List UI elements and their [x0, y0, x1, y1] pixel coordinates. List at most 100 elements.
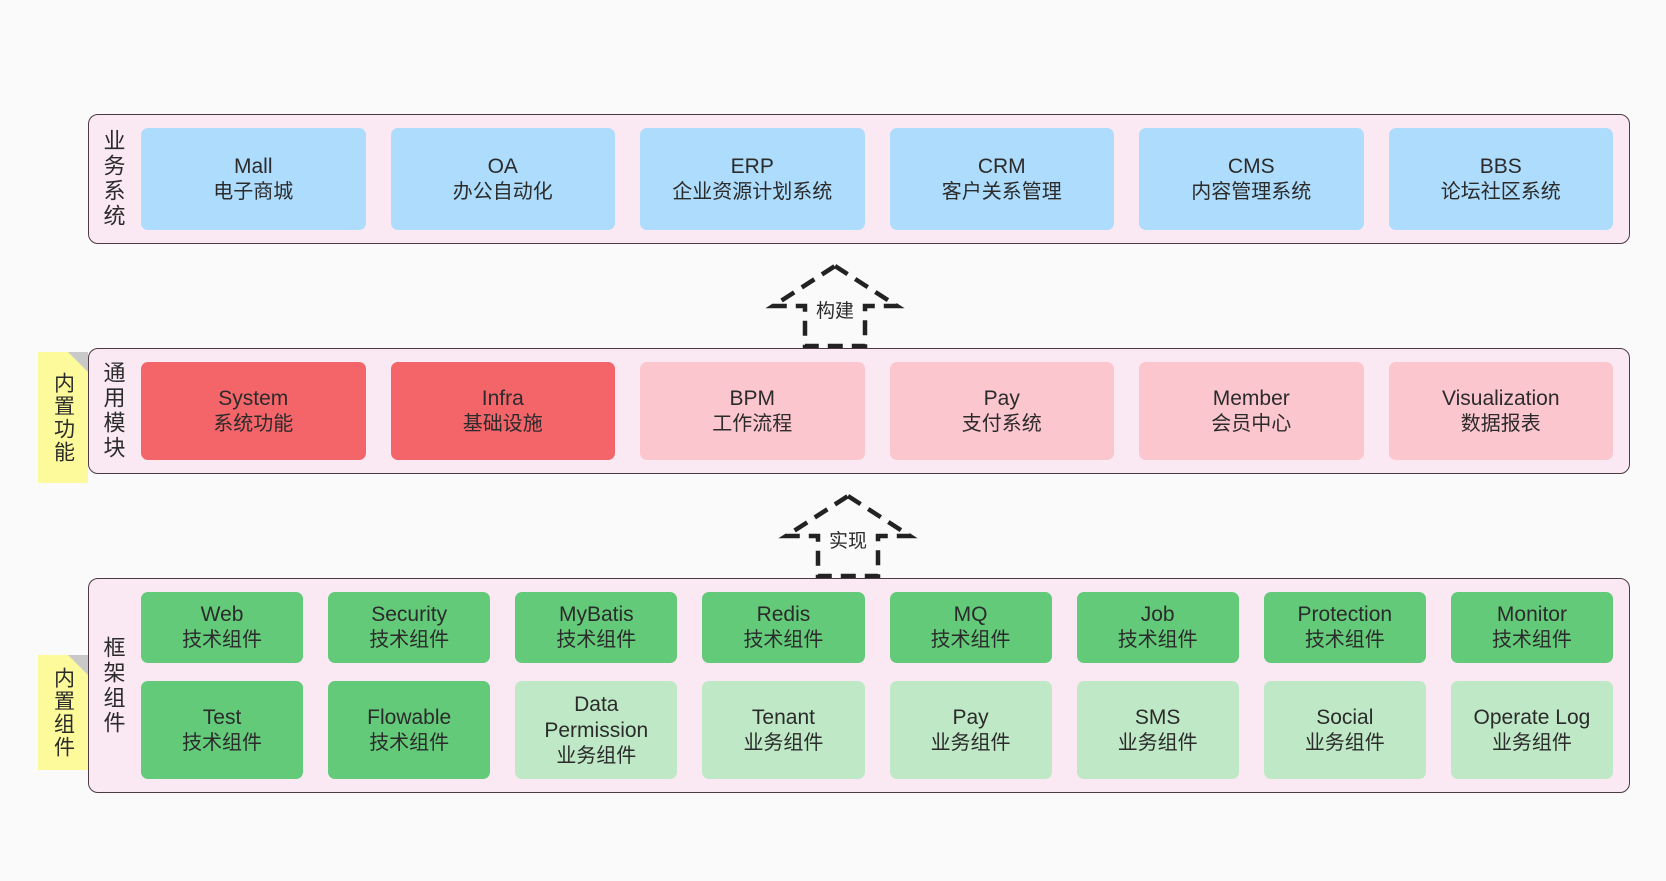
card-crm-en: CRM — [977, 154, 1026, 178]
card-mall-cn: 电子商城 — [213, 180, 294, 203]
card-test-cn: 技术组件 — [182, 731, 263, 754]
card-flowable-en: Flowable — [367, 705, 452, 729]
card-crm-cn: 客户关系管理 — [941, 180, 1062, 203]
card-security[interactable]: Security 技术组件 — [328, 592, 491, 664]
card-bpm[interactable]: BPM 工作流程 — [640, 362, 865, 460]
card-mall-en: Mall — [233, 154, 273, 178]
card-redis[interactable]: Redis 技术组件 — [702, 592, 865, 664]
card-bbs[interactable]: BBS 论坛社区系统 — [1388, 128, 1613, 230]
layer-business-system-title: 业务系统 — [100, 129, 126, 229]
layer-business-system-body: Mall 电子商城 OA 办公自动化 ERP 企业资源计划系统 CRM 客户关系… — [137, 115, 1629, 243]
card-data-permission-en: Data Permission — [544, 692, 649, 742]
card-operate-log-cn: 业务组件 — [1491, 731, 1572, 754]
note-builtin-function: 内置功能 — [38, 352, 88, 483]
card-social-en: Social — [1316, 705, 1374, 729]
card-pay-module-en: Pay — [983, 386, 1020, 410]
card-web[interactable]: Web 技术组件 — [141, 592, 304, 664]
card-redis-cn: 技术组件 — [743, 629, 824, 652]
card-social-cn: 业务组件 — [1304, 731, 1385, 754]
card-oa-en: OA — [487, 154, 518, 178]
layer-common-module-row: System 系统功能 Infra 基础设施 BPM 工作流程 Pay 支付系统… — [141, 362, 1613, 460]
connector-implement-arrow — [778, 493, 918, 579]
connector-implement: 实现 — [773, 488, 923, 579]
card-system-cn: 系统功能 — [213, 412, 294, 435]
connector-build-arrow — [765, 263, 905, 349]
card-web-en: Web — [200, 603, 244, 627]
card-protection-en: Protection — [1297, 603, 1393, 627]
card-test[interactable]: Test 技术组件 — [141, 681, 304, 779]
note-fold-corner-icon — [68, 655, 88, 675]
card-monitor[interactable]: Monitor 技术组件 — [1450, 592, 1613, 664]
card-data-permission-cn: 业务组件 — [556, 744, 637, 767]
card-member[interactable]: Member 会员中心 — [1139, 362, 1364, 460]
note-builtin-component: 内置组件 — [38, 655, 88, 770]
card-mq-cn: 技术组件 — [930, 629, 1011, 652]
card-system[interactable]: System 系统功能 — [141, 362, 366, 460]
card-crm[interactable]: CRM 客户关系管理 — [889, 128, 1114, 230]
layer-framework-row-tech: Web 技术组件 Security 技术组件 MyBatis 技术组件 Redi… — [141, 592, 1613, 664]
connector-implement-label: 实现 — [828, 531, 868, 552]
card-bbs-cn: 论坛社区系统 — [1440, 180, 1561, 203]
card-visualization-en: Visualization — [1441, 386, 1560, 410]
card-protection[interactable]: Protection 技术组件 — [1263, 592, 1426, 664]
card-cms-cn: 内容管理系统 — [1191, 180, 1312, 203]
card-pay-component[interactable]: Pay 业务组件 — [889, 681, 1052, 779]
card-tenant-cn: 业务组件 — [743, 731, 824, 754]
layer-business-system: 业务系统 Mall 电子商城 OA 办公自动化 ERP 企业资源计划系统 CRM… — [88, 114, 1630, 244]
card-pay-module-cn: 支付系统 — [961, 412, 1042, 435]
card-system-en: System — [218, 386, 289, 410]
card-bpm-cn: 工作流程 — [712, 412, 793, 435]
card-sms[interactable]: SMS 业务组件 — [1076, 681, 1239, 779]
card-flowable[interactable]: Flowable 技术组件 — [328, 681, 491, 779]
card-flowable-cn: 技术组件 — [369, 731, 450, 754]
connector-build: 构建 — [760, 258, 910, 349]
card-oa-cn: 办公自动化 — [452, 180, 553, 203]
layer-framework-component-title: 框架组件 — [100, 635, 126, 736]
card-tenant-en: Tenant — [751, 705, 815, 729]
card-test-en: Test — [202, 705, 242, 729]
card-mq[interactable]: MQ 技术组件 — [889, 592, 1052, 664]
note-builtin-component-label: 内置组件 — [51, 666, 75, 759]
layer-common-module-body: System 系统功能 Infra 基础设施 BPM 工作流程 Pay 支付系统… — [137, 349, 1629, 473]
card-monitor-en: Monitor — [1496, 603, 1567, 627]
card-tenant[interactable]: Tenant 业务组件 — [702, 681, 865, 779]
card-security-en: Security — [371, 603, 448, 627]
card-infra[interactable]: Infra 基础设施 — [390, 362, 615, 460]
card-erp[interactable]: ERP 企业资源计划系统 — [640, 128, 865, 230]
card-infra-cn: 基础设施 — [462, 412, 543, 435]
card-mybatis[interactable]: MyBatis 技术组件 — [515, 592, 678, 664]
card-mall[interactable]: Mall 电子商城 — [141, 128, 366, 230]
layer-business-system-row: Mall 电子商城 OA 办公自动化 ERP 企业资源计划系统 CRM 客户关系… — [141, 128, 1613, 230]
card-sms-en: SMS — [1134, 705, 1181, 729]
card-mybatis-cn: 技术组件 — [556, 629, 637, 652]
card-sms-cn: 业务组件 — [1117, 731, 1198, 754]
card-visualization[interactable]: Visualization 数据报表 — [1388, 362, 1613, 460]
layer-framework-component: 框架组件 Web 技术组件 Security 技术组件 MyBatis 技术组件… — [88, 578, 1630, 793]
card-monitor-cn: 技术组件 — [1491, 629, 1572, 652]
card-job[interactable]: Job 技术组件 — [1076, 592, 1239, 664]
card-bpm-en: BPM — [729, 386, 775, 410]
card-pay-module[interactable]: Pay 支付系统 — [889, 362, 1114, 460]
connector-build-label: 构建 — [815, 301, 855, 322]
card-member-cn: 会员中心 — [1211, 412, 1292, 435]
card-operate-log[interactable]: Operate Log 业务组件 — [1450, 681, 1613, 779]
card-erp-en: ERP — [730, 154, 774, 178]
card-infra-en: Infra — [481, 386, 524, 410]
card-cms[interactable]: CMS 内容管理系统 — [1139, 128, 1364, 230]
card-job-en: Job — [1140, 603, 1175, 627]
card-job-cn: 技术组件 — [1117, 629, 1198, 652]
card-mybatis-en: MyBatis — [558, 603, 634, 627]
card-bbs-en: BBS — [1479, 154, 1522, 178]
card-social[interactable]: Social 业务组件 — [1263, 681, 1426, 779]
card-cms-en: CMS — [1227, 154, 1275, 178]
card-data-permission[interactable]: Data Permission 业务组件 — [515, 681, 678, 779]
layer-common-module: 通用模块 System 系统功能 Infra 基础设施 BPM 工作流程 Pay… — [88, 348, 1630, 474]
card-web-cn: 技术组件 — [182, 629, 263, 652]
layer-framework-component-body: Web 技术组件 Security 技术组件 MyBatis 技术组件 Redi… — [137, 579, 1629, 792]
card-oa[interactable]: OA 办公自动化 — [390, 128, 615, 230]
card-visualization-cn: 数据报表 — [1460, 412, 1541, 435]
layer-common-module-title: 通用模块 — [100, 361, 126, 461]
card-pay-component-en: Pay — [952, 705, 989, 729]
card-member-en: Member — [1212, 386, 1290, 410]
